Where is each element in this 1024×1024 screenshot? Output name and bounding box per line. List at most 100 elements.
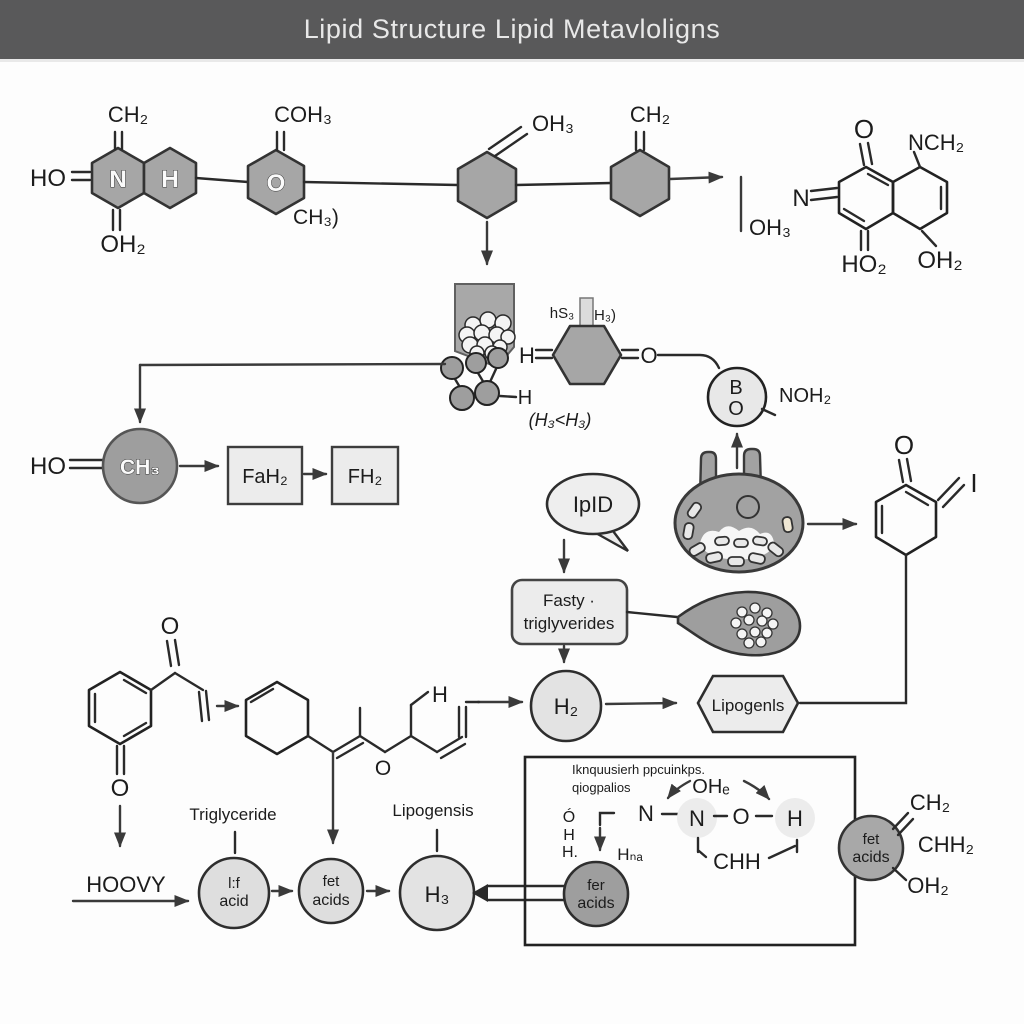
- h3-circle-label: H₃: [425, 882, 450, 907]
- enone-to-lipo-elbow: [798, 553, 908, 705]
- o-double-bond: [620, 348, 640, 360]
- fer-acids-circle: [562, 860, 630, 928]
- triglyceride-label: Triglyceride: [189, 805, 276, 824]
- fatty-box: [510, 578, 629, 646]
- right-ch2-double-bond: [891, 811, 915, 837]
- quinone-oh2-label: OH₂: [917, 247, 962, 274]
- lipogensis-label: Lipogensis: [392, 801, 473, 820]
- ho-circle-double-bond: [68, 458, 104, 470]
- lf-acid-line2: acid: [219, 893, 248, 910]
- ohe-label: OHₑ: [692, 776, 729, 798]
- coh3-double-bond: [275, 130, 286, 152]
- hexagon-o-label: O: [267, 170, 286, 197]
- h-node-label: H: [787, 806, 803, 831]
- h2-lipogenesis-row: H₂ Lipogenls: [476, 669, 800, 743]
- box-h2-label: H.: [562, 844, 578, 861]
- benzene-bottom-carbonyl: [115, 744, 126, 776]
- right-fet-line2: acids: [852, 849, 889, 866]
- benzene-ring: [87, 670, 153, 746]
- box-h1-label: H: [563, 827, 575, 844]
- nch2-bond: [912, 150, 922, 169]
- quinone-n-label: N: [792, 185, 809, 212]
- oh3-label-b: OH₃: [749, 215, 791, 240]
- acyl-chain: [306, 690, 481, 760]
- link-bond: [514, 181, 613, 187]
- carbonyl-double-bond: [858, 141, 874, 167]
- quinone-o-label: O: [854, 114, 874, 144]
- fet-acids-line1: fet: [323, 873, 341, 890]
- cell-structure: [673, 447, 858, 574]
- reaction-box-text2: qiogpalios: [572, 780, 631, 795]
- fah2-box: [226, 445, 304, 506]
- branch-hline: [138, 362, 447, 367]
- h-node-blob: [775, 798, 815, 838]
- lipogenls-hexagon: [696, 674, 800, 734]
- enone-i-label: I: [970, 468, 977, 498]
- cyclohexene-ring: [244, 680, 310, 756]
- ho2-double-bond: [859, 229, 870, 252]
- benzene-chain-structure: O O: [87, 613, 481, 848]
- link-to-bo: [656, 353, 721, 370]
- link-bond: [302, 180, 460, 187]
- right-chh2-label: CHH₂: [918, 832, 974, 857]
- reaction-box-group: Iknquusierh ppcuinkps. qiogpalios OHₑ Ó …: [523, 755, 857, 947]
- quinone-structure: O NCH₂ N HO₂ OH₂: [792, 114, 964, 278]
- ho-label-row: HO: [30, 453, 66, 480]
- fet-acids-line2: acids: [312, 892, 349, 909]
- quinone-ring-b: [891, 165, 949, 231]
- page-title: Lipid Structure Lipid Metavloligns: [303, 14, 721, 44]
- lipogenls-label: Lipogenls: [712, 696, 785, 715]
- micelle-heads: [440, 347, 509, 411]
- hexagon-h: [142, 146, 198, 210]
- bubble-label: IpID: [573, 492, 613, 517]
- curved-arrow-right: [742, 779, 771, 801]
- coh3-label: COH₃: [274, 102, 332, 127]
- cyclohexene-inner-bond: [249, 687, 275, 704]
- arrow-h2-lipo: [604, 697, 678, 710]
- left-branch-connector: [134, 362, 447, 424]
- benzene-inner-bonds: [93, 678, 148, 738]
- bubble-body: [545, 472, 641, 536]
- enone-o-label: O: [894, 430, 914, 460]
- right-oh2-bond: [891, 866, 908, 882]
- enone-ring: [874, 483, 938, 557]
- ch2-label-mid: CH₂: [630, 102, 670, 127]
- title-bar: Lipid Structure Lipid Metavloligns: [0, 0, 1024, 62]
- right-ch2-label: CH₂: [910, 790, 950, 815]
- lipid-speech-bubble: IpID: [545, 472, 641, 574]
- hexagon-4: [456, 150, 518, 220]
- chain-h-label: H: [432, 682, 448, 707]
- hexagon-h-label: H: [161, 166, 178, 193]
- micelle-caption: (H₃<H₃): [529, 410, 592, 430]
- adipocyte-droplet: [676, 590, 802, 657]
- right-oh2-label: OH₂: [907, 873, 949, 898]
- fused-ring-structure: N H CH₂ HO OH₂: [30, 102, 250, 258]
- droplet-granules: [730, 602, 779, 649]
- fh2-label: FH₂: [348, 466, 382, 488]
- curved-arrow-left: [666, 779, 692, 800]
- box-droplet-link: [625, 610, 679, 619]
- quinone-inner-bonds: [842, 172, 943, 223]
- bo-circle-node: B O NOH₂: [706, 366, 831, 470]
- fh2-box: [330, 445, 400, 506]
- imine-double-bond: [809, 186, 839, 202]
- sugar-o-label: O: [640, 343, 657, 368]
- noh2-label: NOH₂: [779, 385, 831, 407]
- hexagon-o: [246, 148, 306, 216]
- h2-circle-label: H₂: [554, 694, 578, 719]
- o-node-label: O: [732, 804, 749, 829]
- hna-label: Hₙₐ: [617, 845, 643, 864]
- micelle-beaker: H (H₃<H₃): [440, 283, 592, 430]
- enone-exo-double-bond: [936, 476, 966, 509]
- benzene-o-top-label: O: [161, 613, 180, 640]
- cell-organelles: [682, 501, 794, 567]
- ch3-paren-label: CH₃): [293, 206, 339, 229]
- oh3-double-bond: [487, 125, 529, 158]
- benzene-o-bottom-label: O: [111, 775, 130, 802]
- fet-acids-circle: [297, 857, 365, 925]
- oh2-bond: [920, 229, 938, 248]
- vinyl-bond: [173, 671, 205, 692]
- h2-circle: [529, 669, 603, 743]
- double-line-arrowhead: [472, 884, 488, 902]
- box-n-label: N: [638, 801, 654, 826]
